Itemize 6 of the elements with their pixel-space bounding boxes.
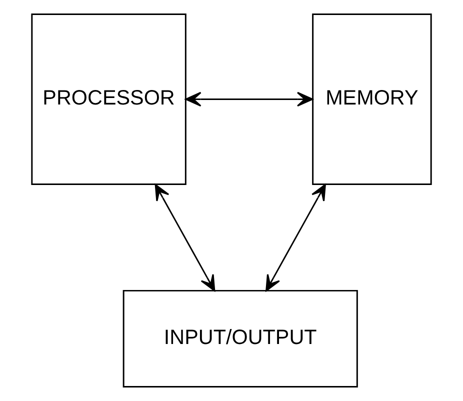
arrow [266,184,326,292]
node-box: PROCESSOR [31,13,186,185]
node-box: MEMORY [312,13,432,185]
arrow [154,184,216,292]
node-box: INPUT/OUTPUT [122,290,358,388]
arrow [185,92,314,107]
